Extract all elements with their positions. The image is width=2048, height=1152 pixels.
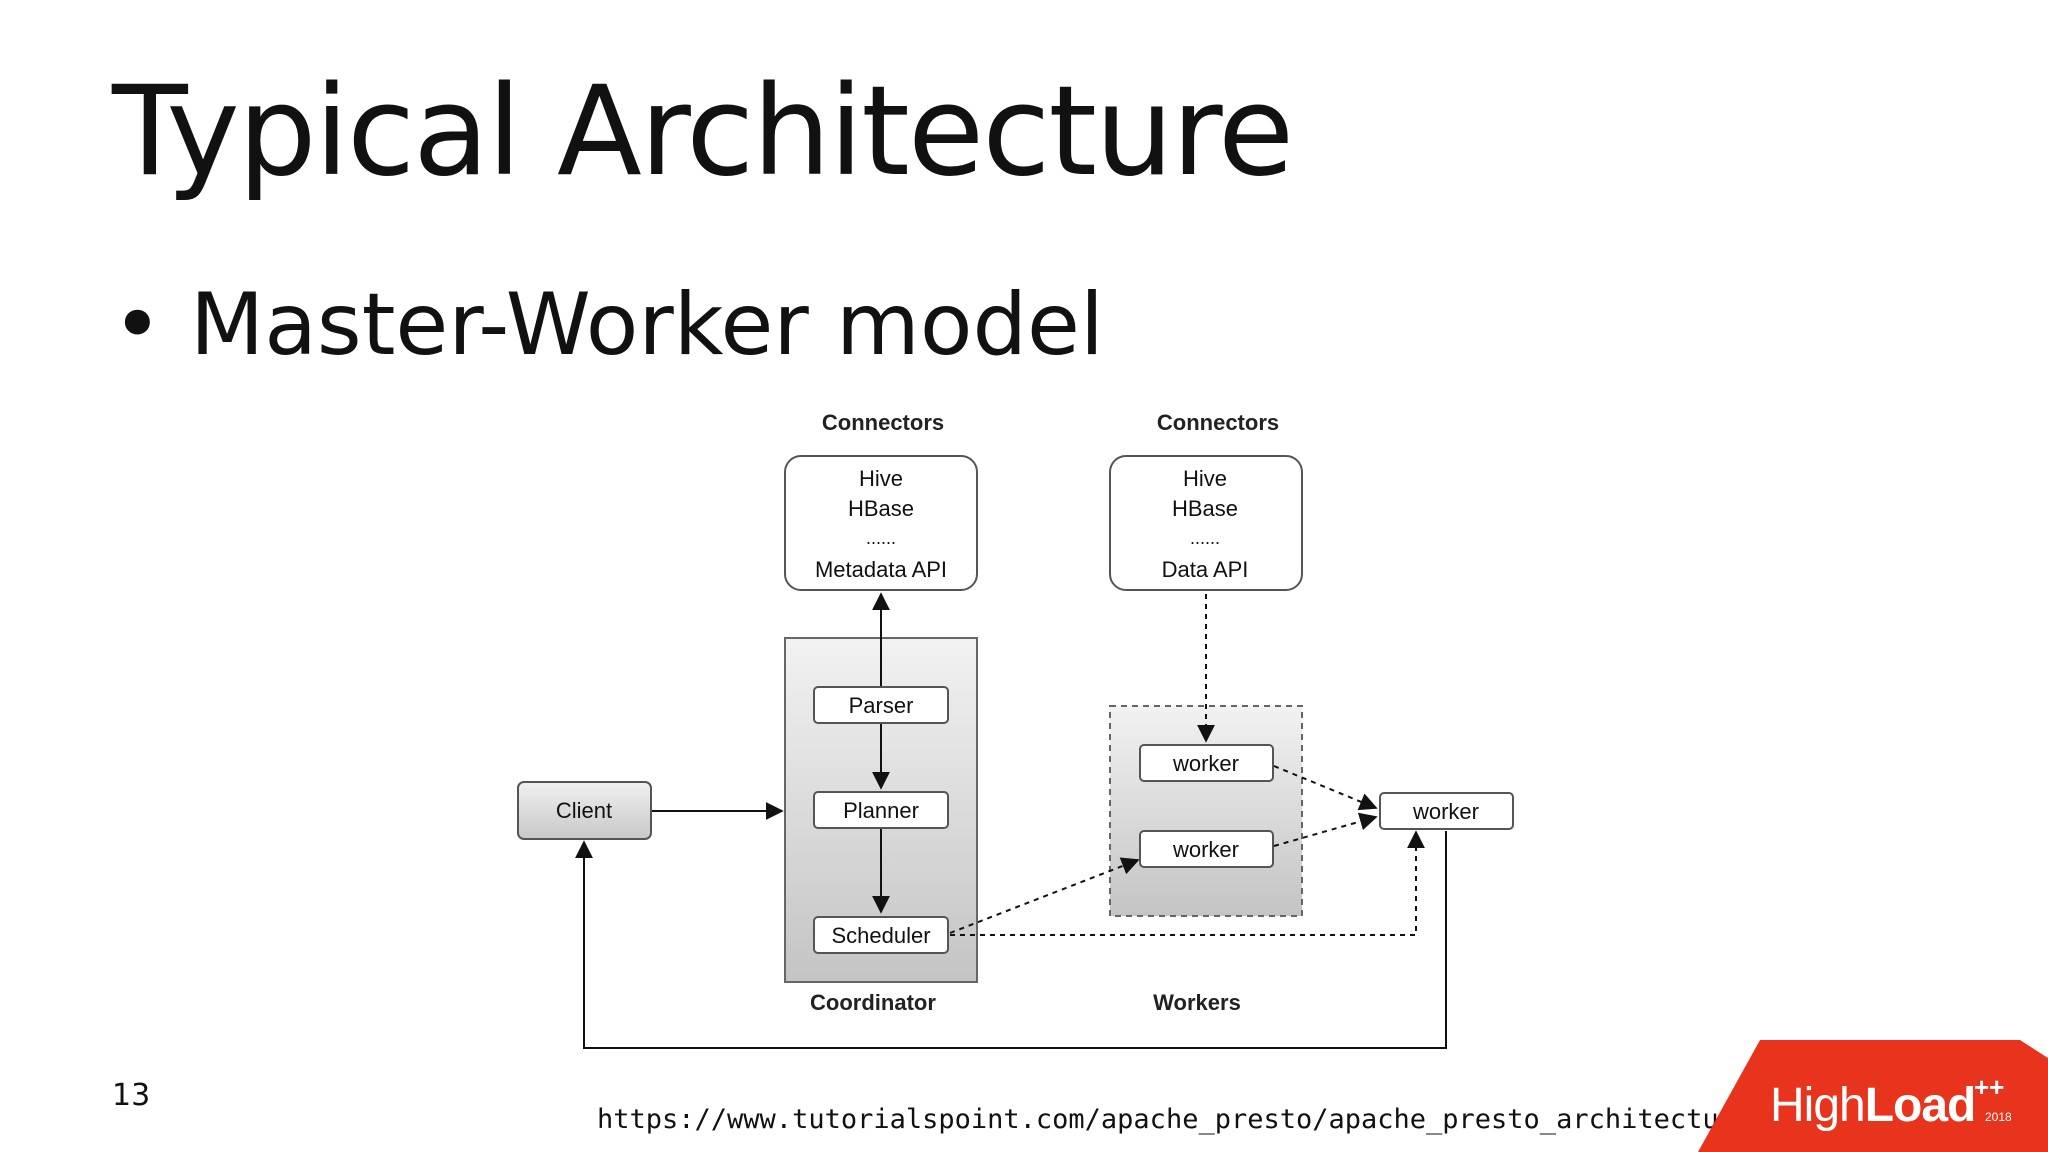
connector-line-4: Data API [1162, 557, 1249, 582]
connector-line-1: Hive [859, 466, 903, 491]
bullet-text: Master-Worker model [190, 275, 1104, 375]
planner-label: Planner [843, 798, 919, 823]
scheduler-box: Scheduler [813, 916, 949, 954]
worker-box-1: worker [1139, 744, 1274, 782]
worker1-to-external-arrow [1273, 765, 1378, 811]
worker-box-2: worker [1139, 830, 1274, 868]
worker2-to-external-arrow [1273, 812, 1378, 847]
slide-title: Typical Architecture [112, 60, 1294, 204]
slide-number: 13 [112, 1078, 151, 1113]
coordinator-label: Coordinator [810, 990, 936, 1015]
connector-line-4: Metadata API [815, 557, 947, 582]
parser-box: Parser [813, 686, 949, 724]
connector-line-2: HBase [848, 496, 914, 521]
planner-box: Planner [813, 791, 949, 829]
connector-line-3: ...... [1190, 528, 1220, 548]
logo-superscript: ++ [1974, 1072, 2005, 1102]
connector-line-2: HBase [1172, 496, 1238, 521]
bullet-item: •Master-Worker model [112, 282, 1104, 368]
logo-text-light: High [1770, 1079, 1866, 1132]
logo-text-bold: Load [1864, 1079, 1977, 1132]
connectors-right-heading: Connectors [1157, 410, 1279, 435]
bullet-symbol: • [112, 275, 163, 375]
source-link[interactable]: https://www.tutorialspoint.com/apache_pr… [597, 1104, 1817, 1135]
connectors-data-box: Hive HBase ...... Data API [1109, 455, 1303, 591]
highload-logo-shape [1698, 1040, 2048, 1152]
scheduler-to-worker-arrow [949, 857, 1140, 934]
worker-to-client-return-arrow [575, 831, 1447, 1049]
connector-line-1: Hive [1183, 466, 1227, 491]
workers-label: Workers [1153, 990, 1241, 1015]
worker-label-1: worker [1172, 751, 1239, 776]
connector-line-3: ...... [866, 528, 896, 548]
worker-box-external: worker [1379, 792, 1514, 830]
client-label: Client [556, 798, 612, 823]
connectors-left-heading: Connectors [822, 410, 944, 435]
logo-year: 2018 [1985, 1110, 2012, 1124]
client-box: Client [517, 781, 652, 840]
worker-label-2: worker [1172, 837, 1239, 862]
worker-label-external: worker [1412, 799, 1479, 824]
scheduler-label: Scheduler [831, 923, 930, 948]
connectors-metadata-box: Hive HBase ...... Metadata API [784, 455, 978, 591]
scheduler-to-external-worker-arrow [950, 830, 1425, 936]
parser-label: Parser [849, 693, 914, 718]
highload-logo: HighLoad [1770, 1078, 1977, 1133]
